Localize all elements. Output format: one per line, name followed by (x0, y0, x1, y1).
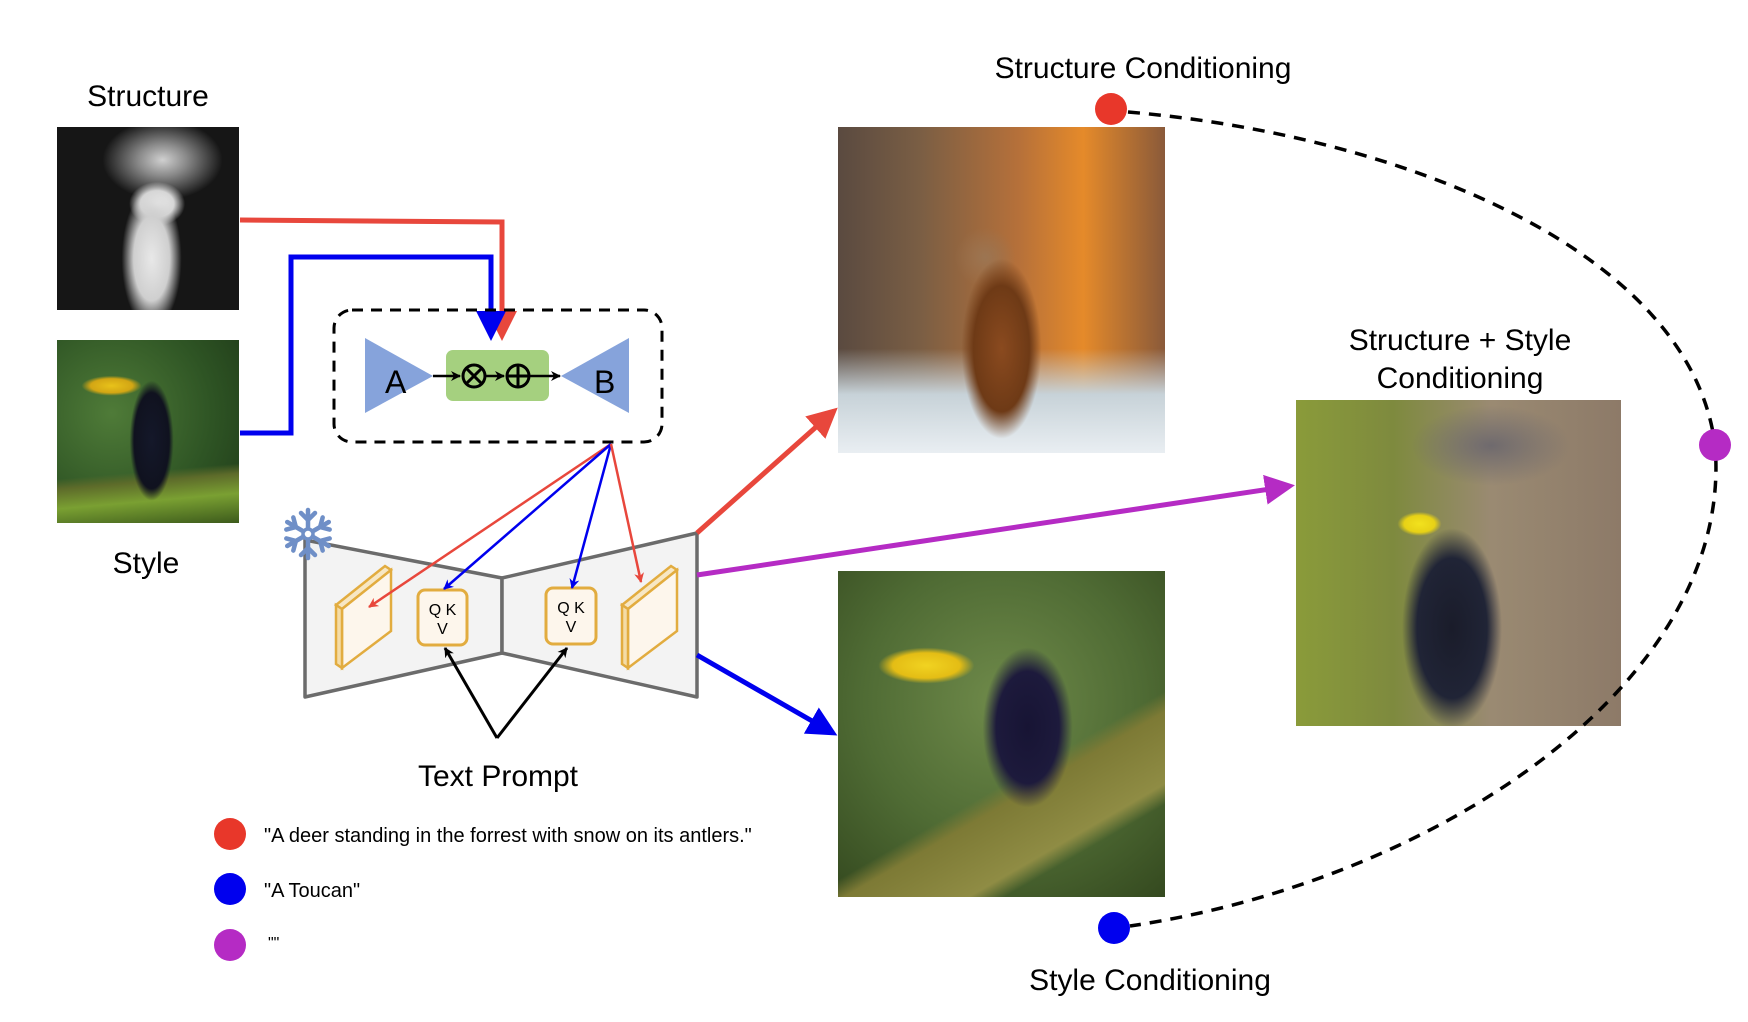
legend-text-combined-prompt: "" (268, 935, 279, 952)
style-label: Style (113, 547, 180, 580)
add-icon (505, 363, 531, 389)
legend-item-combined-prompt: "" (214, 929, 279, 961)
qkv-left-line1: Q K (429, 602, 457, 619)
legend: "A deer standing in the forrest with sno… (214, 818, 752, 961)
text-prompt-label: Text Prompt (418, 760, 579, 793)
style-input-connector (240, 254, 506, 436)
legend-item-style-prompt: "A Toucan" (214, 873, 360, 905)
qkv-left-line2: V (437, 621, 448, 638)
adapter-to-right-feature-arrow (609, 443, 644, 583)
structure-label: Structure (87, 80, 209, 113)
adapter-module-box (332, 308, 664, 444)
structure-output-arrow (695, 407, 838, 535)
text-prompt-to-left-attention-arrow (443, 647, 499, 739)
legend-dot-red (214, 818, 246, 850)
structure-conditioning-dot (1095, 93, 1127, 125)
combined-conditioning-dot (1699, 429, 1731, 461)
adapter-to-left-feature-arrow (368, 442, 612, 609)
adapter-encoder-label: A (385, 364, 407, 400)
structure-input-connector (239, 217, 517, 341)
legend-dot-purple (214, 929, 246, 961)
unet-decoder-panel (500, 531, 699, 699)
combined-conditioning-title-line1: Structure + Style (1349, 324, 1572, 357)
style-reference-image (57, 340, 239, 523)
style-output-arrow (695, 652, 838, 736)
conditioning-interpolation-arc (1127, 110, 1718, 928)
adapter-to-left-attention-arrow (443, 443, 612, 590)
qkv-right-line2: V (566, 619, 577, 636)
combined-output-arrow (696, 474, 1295, 578)
adapter-decoder-triangle (561, 338, 629, 413)
snowflake-icon (284, 507, 333, 558)
structure-conditioning-title: Structure Conditioning (995, 52, 1292, 85)
structure-style-conditioning-output-image: Deer-toucan hybrid (1296, 400, 1621, 726)
style-conditioning-title: Style Conditioning (1029, 964, 1271, 997)
structure-conditioning-output-image: Deer in snowy forest (838, 127, 1165, 453)
legend-item-structure-prompt: "A deer standing in the forrest with sno… (214, 818, 752, 850)
qkv-right-line1: Q K (557, 600, 585, 617)
legend-text-structure-prompt: "A deer standing in the forrest with sno… (264, 825, 752, 847)
adapter-decoder-label: B (594, 364, 615, 400)
style-conditioning-dot (1098, 912, 1130, 944)
unet-feature-plate-left (333, 564, 394, 671)
legend-text-style-prompt: "A Toucan" (264, 880, 360, 902)
adapter-to-right-attention-arrow (569, 443, 613, 589)
unet-feature-plate-right (619, 564, 680, 671)
cross-attention-block-left (416, 588, 469, 647)
style-conditioning-output-image: Toucan on branch (838, 571, 1165, 897)
adapter-encoder-triangle (365, 338, 433, 413)
combined-conditioning-title-line2: Conditioning (1377, 362, 1544, 395)
text-prompt-to-right-attention-arrow (495, 647, 569, 739)
legend-dot-blue (214, 873, 246, 905)
structure-depth-map-image (57, 127, 239, 310)
